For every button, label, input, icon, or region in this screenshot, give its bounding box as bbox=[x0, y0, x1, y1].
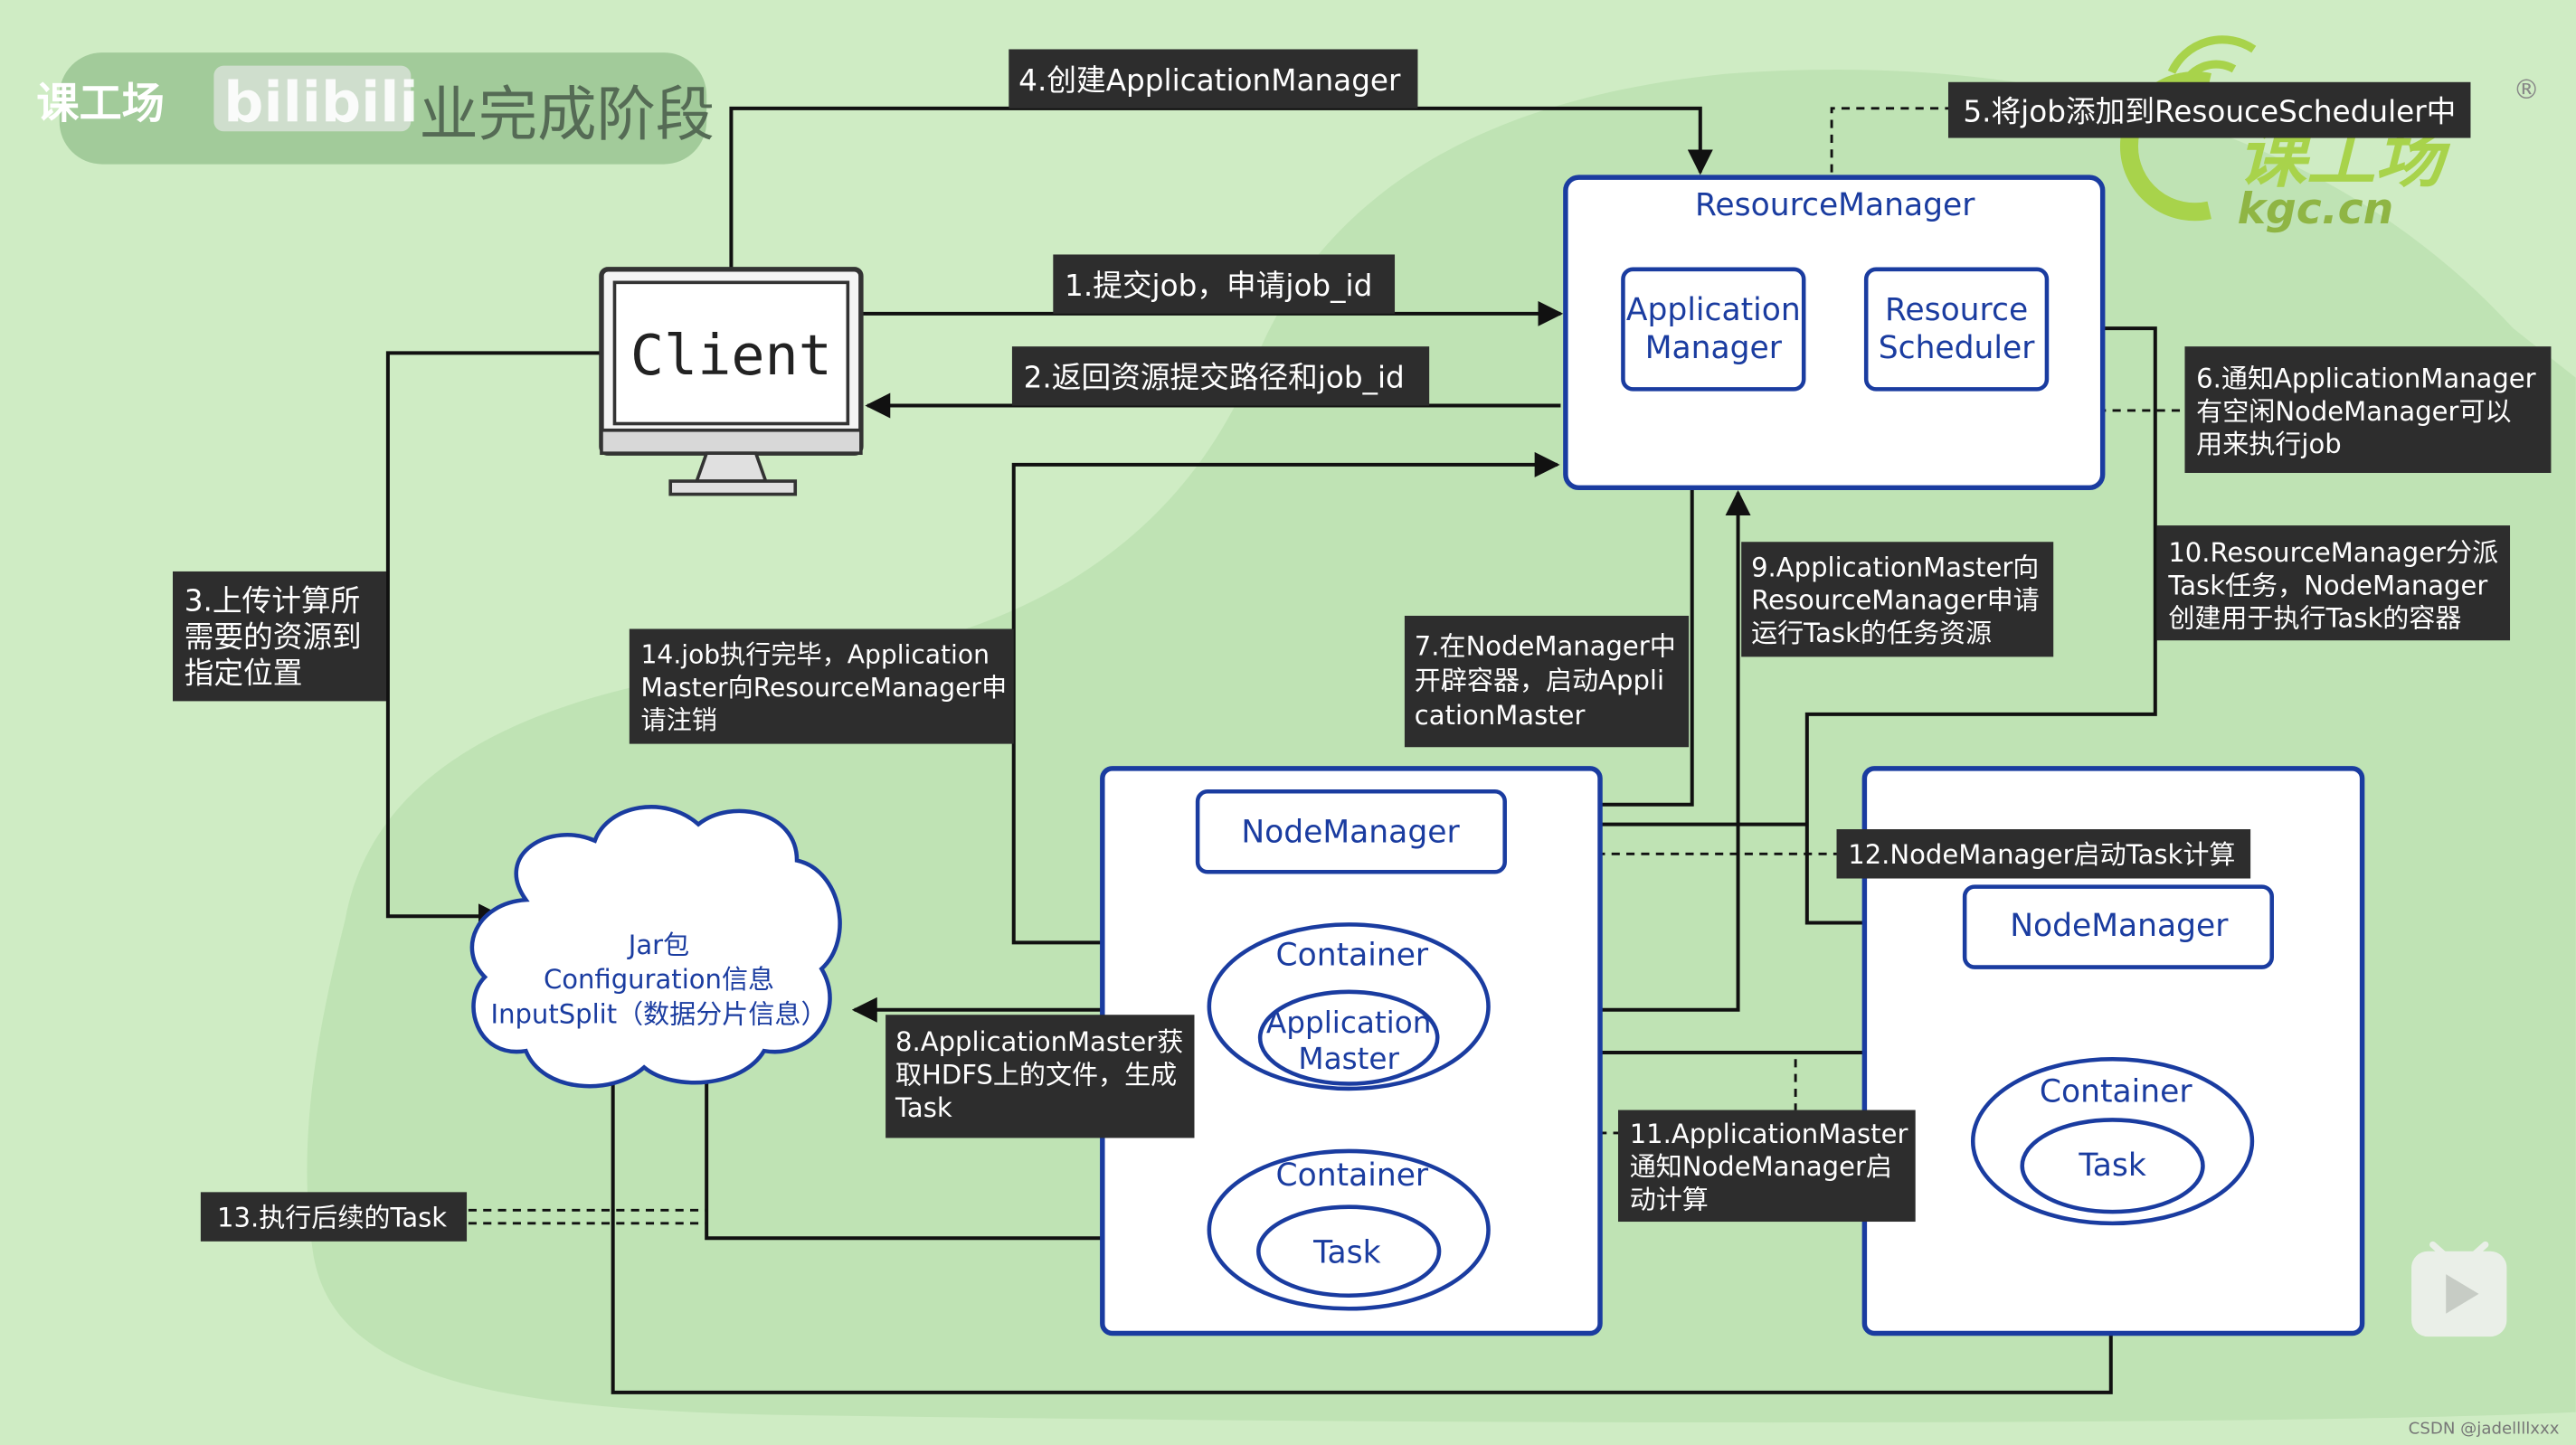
header-brand: 课工场 bbox=[36, 80, 165, 129]
step13-label: 13.执行后续的Task bbox=[200, 1192, 468, 1242]
resource-manager-label: ResourceManager bbox=[1695, 187, 1975, 223]
step6-label: 6.通知ApplicationManager 有空闲NodeManager可以 … bbox=[2184, 346, 2552, 473]
header-banner: 课工场 bilibili 业完成阶段 bbox=[36, 52, 715, 165]
svg-text:创建用于执行Task的容器: 创建用于执行Task的容器 bbox=[2168, 603, 2461, 634]
container-task-left[interactable]: Container Task bbox=[1207, 1148, 1491, 1311]
step2-label: 2.返回资源提交路径和job_id bbox=[1011, 346, 1430, 406]
svg-text:1.提交job，申请job_id: 1.提交job，申请job_id bbox=[1065, 269, 1372, 303]
step-labels: 4.创建ApplicationManager 5.将job添加到ResouceS… bbox=[172, 49, 2552, 1242]
svg-text:5.将job添加到ResouceScheduler中: 5.将job添加到ResouceScheduler中 bbox=[1963, 94, 2456, 128]
container-app-master[interactable]: Container Application Master bbox=[1207, 922, 1491, 1091]
container-task-right[interactable]: Container Task bbox=[1970, 1056, 2255, 1226]
svg-text:取HDFS上的文件，生成: 取HDFS上的文件，生成 bbox=[895, 1059, 1177, 1090]
svg-text:bilibili: bilibili bbox=[223, 70, 418, 135]
cloud-line3: InputSplit（数据分片信息） bbox=[491, 998, 828, 1029]
cloud-line2: Configuration信息 bbox=[544, 964, 774, 995]
step4-label: 4.创建ApplicationManager bbox=[1009, 49, 1418, 109]
svg-text:动计算: 动计算 bbox=[1630, 1185, 1709, 1215]
svg-text:9.ApplicationMaster向: 9.ApplicationMaster向 bbox=[1751, 552, 2039, 582]
svg-text:需要的资源到: 需要的资源到 bbox=[185, 619, 362, 654]
svg-text:8.ApplicationMaster获: 8.ApplicationMaster获 bbox=[895, 1026, 1183, 1057]
task-left-label: Task bbox=[1312, 1234, 1380, 1270]
resource-scheduler-box[interactable]: Resource Scheduler bbox=[1863, 267, 2050, 392]
svg-text:4.创建ApplicationManager: 4.创建ApplicationManager bbox=[1018, 63, 1401, 98]
cloud-line1: Jar包 bbox=[627, 930, 689, 960]
svg-text:14.job执行完毕，Application: 14.job执行完毕，Application bbox=[641, 640, 990, 670]
nodemanager-left[interactable]: NodeManager bbox=[1195, 789, 1507, 874]
task-right-ellipse[interactable] bbox=[2020, 1118, 2205, 1214]
arrow-step3 bbox=[385, 351, 601, 930]
header-title: 业完成阶段 bbox=[419, 80, 715, 149]
arrow-step10-a bbox=[1804, 326, 2157, 936]
svg-text:有空闲NodeManager可以: 有空闲NodeManager可以 bbox=[2196, 396, 2511, 427]
svg-text:13.执行后续的Task: 13.执行后续的Task bbox=[217, 1202, 447, 1232]
right-node-box[interactable]: NodeManager Container Task bbox=[1861, 766, 2365, 1336]
svg-text:Task: Task bbox=[895, 1092, 952, 1123]
svg-text:6.通知ApplicationManager: 6.通知ApplicationManager bbox=[2196, 364, 2535, 394]
step14-label: 14.job执行完毕，Application Master向ResourceMa… bbox=[629, 628, 1014, 744]
svg-text:ResourceManager申请: ResourceManager申请 bbox=[1751, 585, 2040, 616]
nodemanager-right-label: NodeManager bbox=[2010, 908, 2229, 944]
svg-text:12.NodeManager启动Task计算: 12.NodeManager启动Task计算 bbox=[1848, 839, 2235, 870]
svg-text:cationMaster: cationMaster bbox=[1415, 700, 1586, 731]
resource-manager-box[interactable]: ResourceManager Application Manager Reso… bbox=[1563, 175, 2106, 491]
application-master-line2: Master bbox=[1298, 1042, 1399, 1076]
svg-text:用来执行job: 用来执行job bbox=[2196, 429, 2341, 459]
svg-text:请注销: 请注销 bbox=[641, 705, 717, 735]
svg-text:Master向ResourceManager申: Master向ResourceManager申 bbox=[641, 673, 1008, 703]
step9-label: 9.ApplicationMaster向 ResourceManager申请 运… bbox=[1741, 542, 2054, 657]
application-manager-line1: Application bbox=[1626, 292, 1801, 328]
svg-text:10.ResourceManager分派: 10.ResourceManager分派 bbox=[2168, 537, 2498, 568]
resource-scheduler-line2: Scheduler bbox=[1879, 330, 2036, 366]
task-left-ellipse[interactable] bbox=[1256, 1204, 1442, 1299]
resource-scheduler-line1: Resource bbox=[1885, 292, 2028, 328]
svg-text:2.返回资源提交路径和job_id: 2.返回资源提交路径和job_id bbox=[1024, 361, 1405, 395]
svg-text:开辟容器，启动Appli: 开辟容器，启动Appli bbox=[1415, 666, 1664, 696]
client-label: Client bbox=[630, 323, 832, 388]
hdfs-cloud[interactable]: Jar包 Configuration信息 InputSplit（数据分片信息） bbox=[469, 805, 842, 1089]
svg-text:11.ApplicationMaster: 11.ApplicationMaster bbox=[1630, 1119, 1908, 1149]
application-master-line1: Application bbox=[1266, 1006, 1432, 1040]
svg-text:通知NodeManager启: 通知NodeManager启 bbox=[1630, 1151, 1892, 1182]
csdn-watermark: CSDN @jadellllxxx bbox=[2409, 1419, 2560, 1438]
application-manager-box[interactable]: Application Manager bbox=[1621, 267, 1806, 392]
container-am-label: Container bbox=[1276, 938, 1429, 974]
svg-text:7.在NodeManager中: 7.在NodeManager中 bbox=[1415, 631, 1676, 662]
task-right-label: Task bbox=[2078, 1148, 2145, 1184]
application-manager-line2: Manager bbox=[1645, 330, 1783, 366]
client-computer[interactable]: Client bbox=[599, 267, 864, 496]
step12-label: 12.NodeManager启动Task计算 bbox=[1836, 829, 2251, 879]
container-task-left-label: Container bbox=[1276, 1157, 1429, 1194]
step1-label: 1.提交job，申请job_id bbox=[1053, 254, 1396, 314]
arrow-cloud-to-task-left bbox=[705, 1075, 1210, 1251]
nodemanager-left-label: NodeManager bbox=[1241, 815, 1460, 851]
bilibili-logo: bilibili bbox=[213, 65, 419, 135]
step10-label: 10.ResourceManager分派 Task任务，NodeManager … bbox=[2156, 525, 2511, 641]
svg-text:Task任务，NodeManager: Task任务，NodeManager bbox=[2167, 570, 2487, 600]
step3-label: 3.上传计算所 需要的资源到 指定位置 bbox=[172, 571, 387, 702]
left-node-box[interactable]: NodeManager Container Application Master… bbox=[1100, 766, 1603, 1336]
step5-label: 5.将job添加到ResouceScheduler中 bbox=[1947, 81, 2471, 138]
kgc-domain-text: kgc.cn bbox=[2238, 184, 2394, 234]
step7-label: 7.在NodeManager中 开辟容器，启动Appli cationMaste… bbox=[1404, 615, 1690, 748]
step11-label: 11.ApplicationMaster 通知NodeManager启 动计算 bbox=[1617, 1110, 1916, 1223]
svg-text:指定位置: 指定位置 bbox=[185, 656, 303, 690]
svg-text:运行Task的任务资源: 运行Task的任务资源 bbox=[1751, 618, 1992, 648]
nodemanager-right[interactable]: NodeManager bbox=[1962, 884, 2274, 969]
container-task-right-label: Container bbox=[2040, 1073, 2192, 1110]
svg-text:3.上传计算所: 3.上传计算所 bbox=[185, 584, 361, 619]
play-icon bbox=[2411, 1241, 2507, 1337]
step8-label: 8.ApplicationMaster获 取HDFS上的文件，生成 Task bbox=[886, 1015, 1195, 1138]
application-master-ellipse[interactable] bbox=[1257, 989, 1440, 1086]
registered-mark: ® bbox=[2514, 74, 2540, 105]
